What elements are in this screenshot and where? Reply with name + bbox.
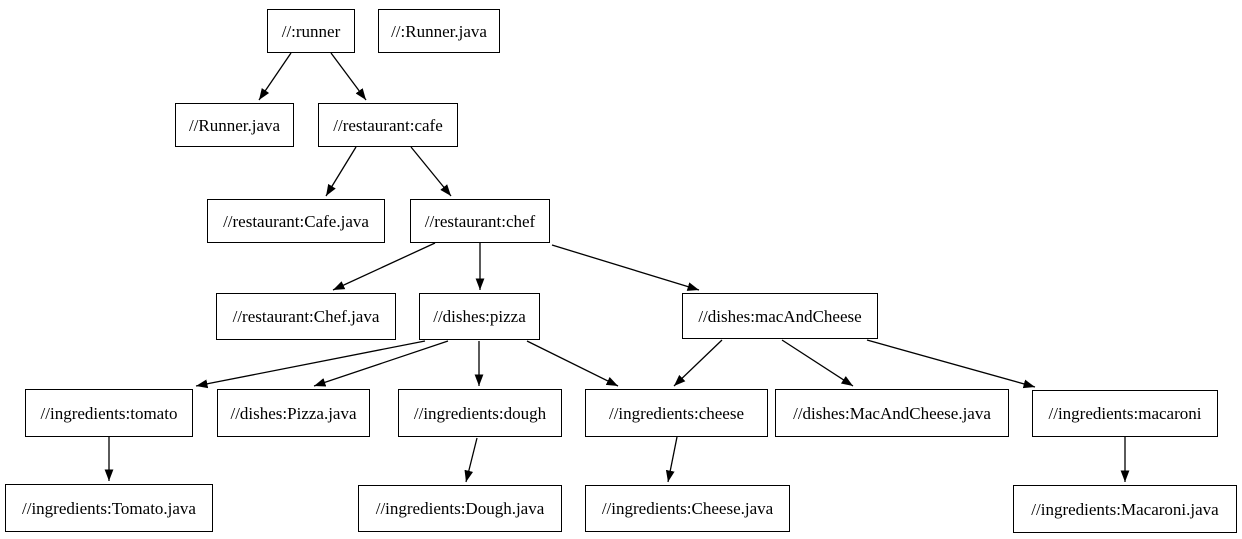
edge-dough-to-dough-java [464,437,478,483]
node-macaroni-java: //ingredients:Macaroni.java [1013,485,1237,533]
edge-cafe-to-chef [410,146,452,197]
edge-chef-to-mac-and-cheese [551,244,700,291]
edge-pizza-to-cheese [526,340,619,387]
node-tomato-java: //ingredients:Tomato.java [5,484,213,532]
edge-runner-to-cafe [330,52,367,101]
node-pizza-java: //dishes:Pizza.java [217,389,370,437]
node-chef-java: //restaurant:Chef.java [216,293,396,340]
edge-chef-to-chef-java [332,242,436,291]
node-chef: //restaurant:chef [410,199,550,243]
node-cafe: //restaurant:cafe [318,103,458,147]
node-dough: //ingredients:dough [398,389,562,437]
edge-mac-and-cheese-to-macaroni [866,339,1036,389]
edge-cafe-to-cafe-java [325,146,357,197]
node-dough-java: //ingredients:Dough.java [358,485,562,532]
node-mac-and-cheese: //dishes:macAndCheese [682,293,878,339]
node-cheese-java: //ingredients:Cheese.java [585,485,790,532]
node-macaroni: //ingredients:macaroni [1032,390,1218,437]
node-tomato: //ingredients:tomato [25,389,193,437]
edge-mac-and-cheese-to-cheese [673,339,723,387]
node-pizza: //dishes:pizza [419,293,540,340]
node-runner-java: //Runner.java [175,103,294,147]
node-runner: //:runner [267,9,355,53]
edge-cheese-to-cheese-java [665,436,678,483]
edge-runner-to-runner-java [258,52,292,101]
node-mac-and-cheese-java: //dishes:MacAndCheese.java [775,389,1009,437]
edge-pizza-to-pizza-java [313,340,449,387]
edge-mac-and-cheese-to-mac-and-cheese-java [781,339,854,387]
node-cafe-java: //restaurant:Cafe.java [207,199,385,243]
node-cheese: //ingredients:cheese [585,389,768,437]
edge-pizza-to-tomato [195,340,426,389]
node-root-runner-java: //:Runner.java [378,9,500,53]
